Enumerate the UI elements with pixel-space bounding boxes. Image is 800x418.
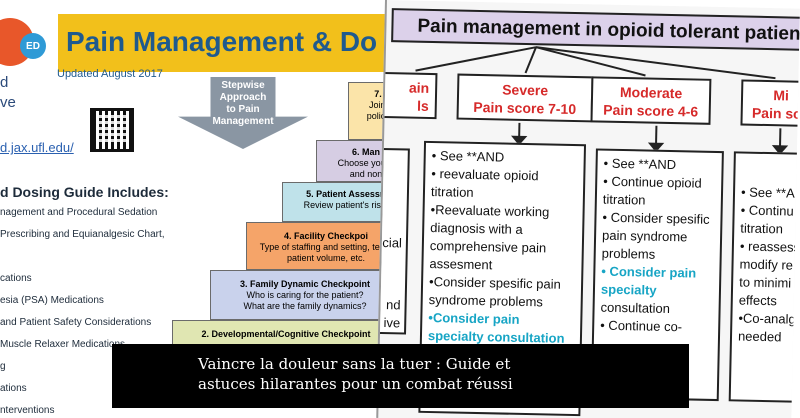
arrow-down-icon bbox=[647, 142, 665, 153]
step-title: 5. Patient Assessm bbox=[306, 189, 388, 199]
box-highlight: • Consider pain specialty bbox=[600, 263, 697, 298]
recommendations-mild-box: • See **A • Continu titration • reassess… bbox=[728, 151, 800, 404]
box-line: • Continu titration bbox=[740, 202, 794, 237]
step-title: 3. Family Dynamic Checkpoint bbox=[239, 279, 371, 289]
qr-code-icon bbox=[90, 108, 134, 152]
severity-label: Mi bbox=[773, 87, 790, 104]
box-line: •Consider spesific pain syndrome problem… bbox=[428, 273, 561, 310]
severity-moderate: Moderate Pain score 4-6 bbox=[590, 76, 712, 125]
logo-line-1: d bbox=[0, 74, 9, 91]
guide-includes-list: nagement and Procedural Sedation Prescri… bbox=[0, 206, 165, 418]
box-line: nd bbox=[385, 297, 401, 313]
list-item: g bbox=[0, 361, 6, 372]
box-highlight: •Consider pain specialty consultation bbox=[427, 309, 565, 346]
box-line: • Continue opioid titration bbox=[602, 173, 702, 208]
box-line: •Co-analg needed bbox=[737, 310, 796, 345]
box-line: • reassess modify re bbox=[739, 238, 800, 273]
stepwise-label: Stepwise Approach to Pain Management bbox=[210, 80, 276, 128]
flowchart-image: Pain management in opioid tolerant patie… bbox=[376, 0, 800, 418]
connector-line bbox=[415, 46, 537, 72]
box-line: • Consider spesific pain syndrome proble… bbox=[601, 209, 710, 262]
list-item: esia (PSA) Medications bbox=[0, 295, 104, 306]
background-guide-image: ED d ve Pain Management & Do Updated Aug… bbox=[0, 14, 420, 418]
box-line: consultation bbox=[600, 299, 671, 317]
arrow-down-icon bbox=[511, 135, 528, 146]
box-line: •Reevaluate working diagnosis with a com… bbox=[429, 202, 550, 273]
severity-score: Pain sco bbox=[751, 104, 800, 122]
guide-url: d.jax.ufl.edu/ bbox=[0, 140, 74, 155]
step-title: 4. Facility Checkpoi bbox=[283, 231, 369, 241]
stepwise-line: Management bbox=[212, 116, 274, 127]
box-line: • Continue co- bbox=[600, 317, 683, 335]
step-desc: patient volume, etc. bbox=[286, 253, 366, 263]
caption-line-1: Vaincre la douleur sans la tuer : Guide … bbox=[198, 355, 511, 373]
box-line: • reevaluate opioid titration bbox=[430, 166, 539, 200]
stepwise-line: Stepwise bbox=[221, 80, 265, 91]
severity-label: ain bbox=[408, 79, 430, 96]
step-3: 3. Family Dynamic Checkpoint Who is cari… bbox=[210, 270, 400, 320]
logo-badge: ED bbox=[20, 33, 46, 59]
arrow-down-icon bbox=[771, 145, 789, 155]
caption-line-2: astuces hilarantes pour un combat réussi bbox=[198, 375, 513, 393]
list-item: cations bbox=[0, 273, 32, 284]
box-line: • See **A bbox=[740, 184, 795, 201]
stepwise-line: to Pain bbox=[226, 104, 260, 115]
severity-score: ls bbox=[416, 97, 429, 114]
list-item: ations bbox=[0, 383, 27, 394]
logo-line-2: ve bbox=[0, 94, 16, 111]
article-caption: Vaincre la douleur sans la tuer : Guide … bbox=[112, 344, 689, 408]
step-desc: Type of staffing and setting, team bbox=[259, 242, 393, 252]
guide-title-bar bbox=[58, 14, 420, 72]
severity-score: Pain score 7-10 bbox=[473, 98, 577, 118]
stepwise-line: Approach bbox=[219, 92, 267, 103]
step-desc: Review patient's risk f bbox=[303, 200, 391, 210]
severity-mild-right: Mi Pain sco bbox=[740, 79, 800, 128]
step-desc: Choose your " bbox=[337, 158, 395, 168]
list-item bbox=[0, 250, 165, 272]
box-line: ive bbox=[383, 315, 401, 331]
list-item: and Patient Safety Considerations bbox=[0, 317, 152, 328]
step-title: 6. Man bbox=[351, 147, 380, 157]
step-desc: What are the family dynamics? bbox=[243, 301, 367, 311]
guide-updated-date: Updated August 2017 bbox=[57, 68, 163, 80]
connector-line bbox=[535, 46, 646, 77]
list-item: nagement and Procedural Sedation bbox=[0, 207, 158, 218]
box-line: cial bbox=[382, 235, 403, 251]
severity-label: Moderate bbox=[619, 83, 683, 102]
step-desc: and non bbox=[349, 169, 383, 179]
list-item: Muscle Relaxer Medications bbox=[0, 339, 126, 350]
connector-line bbox=[535, 46, 776, 80]
recommendations-left-box: cial nd ive bbox=[376, 147, 410, 335]
connector-line bbox=[524, 46, 537, 74]
severity-score: Pain score 4-6 bbox=[603, 101, 699, 120]
severity-mild-left: ain ls bbox=[376, 71, 438, 120]
box-line: to minimi effects bbox=[738, 274, 792, 309]
guide-title: Pain Management & Do bbox=[66, 26, 378, 57]
list-item: nterventions bbox=[0, 405, 55, 416]
guide-includes-heading: d Dosing Guide Includes: bbox=[0, 184, 169, 200]
list-item: Prescribing and Equianalgesic Chart, bbox=[0, 229, 165, 240]
flowchart-connectors bbox=[415, 46, 789, 155]
box-line: • See **AND bbox=[603, 155, 677, 173]
step-desc: Who is caring for the patient? bbox=[246, 290, 364, 300]
severity-severe: Severe Pain score 7-10 bbox=[456, 73, 594, 123]
step-title: 2. Developmental/Cognitive Checkpoint bbox=[201, 329, 371, 339]
